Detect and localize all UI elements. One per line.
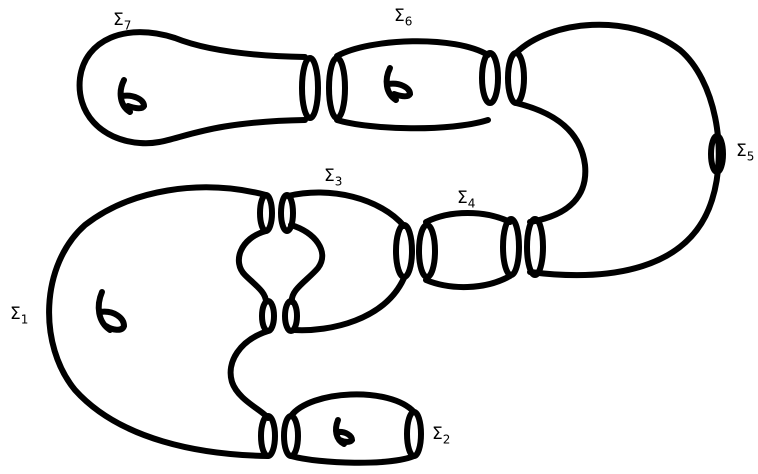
surface-sigma2 [288, 391, 424, 466]
label-sigma4: Σ4 [457, 188, 476, 211]
cuff-ring [500, 216, 522, 278]
cuff-ring [505, 50, 527, 106]
surface-sigma1 [46, 184, 271, 459]
sigma1-boundary [46, 184, 271, 459]
surface-sigma6 [334, 38, 491, 132]
sigma2-boundary [288, 391, 417, 419]
cuff-ring [257, 192, 275, 234]
sigma4-boundary [423, 273, 513, 290]
sigma3-boundary [288, 222, 326, 305]
sigma6-handle [383, 65, 414, 103]
cuff-sigma5-sigma4 [500, 216, 546, 278]
sigma1-boundary [227, 328, 271, 421]
sigma7-boundary [76, 29, 308, 147]
sigma3-boundary [291, 275, 407, 334]
surface-sigma4 [423, 210, 513, 290]
label-sigma7: Σ7 [113, 10, 132, 33]
cuff-ring [479, 50, 501, 106]
cuff-ring [393, 222, 415, 280]
cuff-sigma7-sigma6 [299, 55, 348, 121]
sigma6-boundary [334, 38, 491, 59]
sigma1-boundary [235, 228, 269, 305]
sigma2-cuff [404, 409, 424, 459]
label-sigma3: Σ3 [324, 166, 343, 189]
surface-sigma7 [76, 29, 308, 147]
sigma5-boundary [513, 100, 589, 225]
cuff-ring [299, 55, 321, 121]
sigma2-handle [333, 417, 356, 447]
cuff-ring [326, 55, 348, 121]
cuff-sigma3-sigma4 [393, 222, 438, 280]
cuff-sigma1-sigma3-lower [259, 298, 300, 334]
cuff-ring [281, 413, 301, 459]
sigma4-boundary [423, 210, 513, 225]
sigma1-handle [95, 289, 128, 333]
sigma2-boundary [288, 453, 417, 466]
cuff-ring [524, 216, 546, 278]
label-sigma1: Σ1 [10, 304, 29, 327]
cuff-ring [259, 298, 277, 334]
cuff-sigma6-sigma5 [479, 50, 527, 106]
cuff-ring [282, 298, 300, 334]
cuff-ring [278, 192, 296, 234]
sigma6-boundary [334, 117, 491, 132]
surface-sigma5 [513, 21, 726, 279]
cuff-sigma1-sigma2 [258, 413, 301, 459]
sigma5-boundary [513, 21, 722, 279]
cuff-ring [258, 413, 278, 459]
sigma3-boundary [285, 189, 407, 229]
label-sigma5: Σ5 [736, 141, 755, 164]
label-sigma6: Σ6 [394, 6, 413, 29]
cuff-ring [416, 222, 438, 280]
sigma5-cuff [708, 133, 726, 175]
surface-sigma3 [285, 189, 407, 334]
cuff-sigma1-sigma3-upper [257, 192, 296, 234]
sigma7-handle [117, 77, 148, 115]
label-sigma2: Σ2 [432, 424, 451, 447]
